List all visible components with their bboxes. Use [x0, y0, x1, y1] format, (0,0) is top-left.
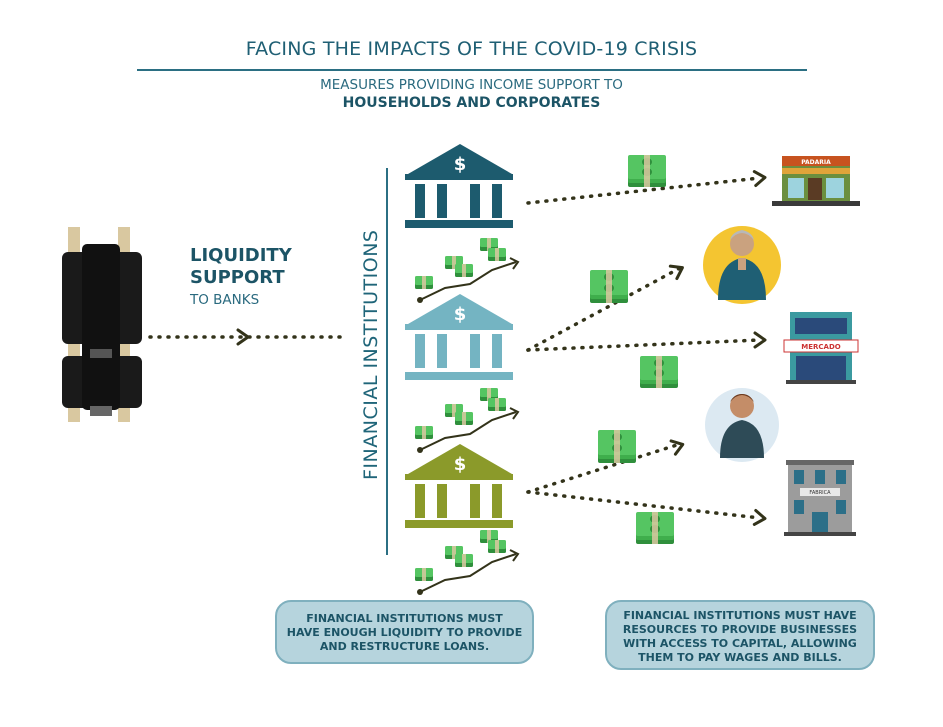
money-stack-icon: [598, 430, 636, 463]
bank-dollar-sign: $: [454, 454, 467, 475]
note-liquidity: FINANCIAL INSTITUTIONS MUST HAVE ENOUGH …: [275, 600, 534, 664]
note-line: WITH ACCESS TO CAPITAL, ALLOWING: [623, 637, 857, 650]
bank-icon: $: [405, 294, 513, 380]
money-stack-icon: [640, 356, 678, 388]
office-building-icon: FABRICA: [784, 460, 856, 536]
title-divider: [137, 69, 807, 71]
bakery-shop-icon: PADARIA: [772, 156, 860, 206]
bakery-sign: PADARIA: [801, 159, 831, 166]
flow-arrows-to-recipients: [526, 176, 762, 520]
page-subtitle: MEASURES PROVIDING INCOME SUPPORT TO: [320, 77, 623, 93]
money-stack-icon: [590, 270, 628, 303]
liquidity-support-title: LIQUIDITY SUPPORT: [190, 245, 292, 289]
note-line: FINANCIAL INSTITUTIONS MUST: [306, 612, 503, 625]
growth-arrow-icon: [415, 238, 520, 303]
liquidity-title-line1: LIQUIDITY: [190, 245, 292, 266]
note-line: HAVE ENOUGH LIQUIDITY TO PROVIDE: [286, 626, 523, 639]
office-sign: FABRICA: [809, 490, 831, 496]
page-subtitle-emphasis: HOUSEHOLDS AND CORPORATES: [342, 95, 601, 111]
central-bank-building-icon: [62, 227, 142, 422]
page-title: FACING THE IMPACTS OF THE COVID-19 CRISI…: [245, 38, 698, 60]
market-sign: MERCADO: [801, 343, 841, 351]
bank-dollar-sign: $: [454, 304, 467, 325]
growth-arrow-icon: [415, 530, 520, 595]
market-shop-icon: MERCADO: [783, 312, 859, 384]
note-capital-access: FINANCIAL INSTITUTIONS MUST HAVE RESOURC…: [605, 600, 875, 670]
growth-arrow-icon: [415, 388, 520, 453]
liquidity-title-line2: SUPPORT: [190, 267, 285, 288]
money-stack-icon: [636, 512, 674, 544]
elderly-person-icon: [703, 226, 781, 304]
bank-icon: $: [405, 444, 513, 528]
institutions-divider: [386, 168, 388, 555]
note-line: THEM TO PAY WAGES AND BILLS.: [638, 651, 842, 664]
liquidity-support-subtitle: TO BANKS: [190, 292, 260, 308]
note-line: AND RESTRUCTURE LOANS.: [319, 640, 490, 653]
note-line: RESOURCES TO PROVIDE BUSINESSES: [622, 623, 858, 636]
money-stack-icon: [628, 155, 666, 187]
note-line: FINANCIAL INSTITUTIONS MUST HAVE: [623, 609, 857, 622]
bank-dollar-sign: $: [454, 154, 467, 175]
young-man-icon: [705, 388, 779, 462]
flow-arrow-to-banks: [148, 328, 342, 346]
bank-icon: $: [405, 144, 513, 228]
